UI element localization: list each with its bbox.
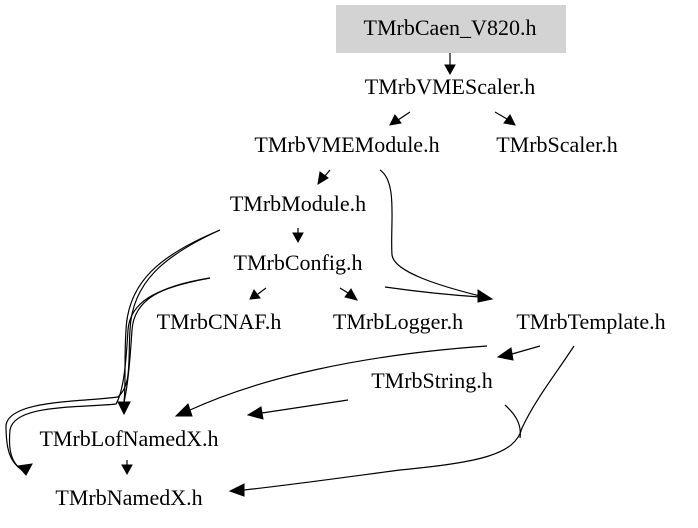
- arrowhead-module-to-named-x: [17, 463, 33, 476]
- node-tmrbvmescaler[interactable]: TMrbVMEScaler.h: [365, 74, 535, 99]
- node-tmrbtemplate[interactable]: TMrbTemplate.h: [516, 309, 665, 334]
- edge-module-to-lof-named-x: [123, 229, 221, 403]
- edge-module-to-named-x: [5, 229, 221, 471]
- arrowhead-template-to-lof-named-x: [174, 403, 193, 417]
- edge-vme-module-to-module: [324, 169, 331, 177]
- edge-template-to-string: [511, 345, 541, 355]
- node-tmrbconfig[interactable]: TMrbConfig.h: [234, 250, 363, 275]
- node-tmrbstring[interactable]: TMrbString.h: [371, 368, 493, 393]
- node-tmrblogger[interactable]: TMrbLogger.h: [333, 309, 463, 334]
- edge-config-to-named-x: [8, 277, 211, 471]
- arrowhead-template-to-string: [496, 347, 514, 361]
- edges: [5, 53, 575, 497]
- arrowhead-vme-scaler-to-scaler: [503, 114, 516, 126]
- edge-vme-scaler-to-scaler: [494, 111, 508, 120]
- edge-string-to-lof-named-x: [261, 399, 349, 414]
- arrowhead-module-to-lof-named-x: [117, 401, 131, 416]
- node-tmrbmodule[interactable]: TMrbModule.h: [230, 191, 366, 216]
- edge-vme-scaler-to-vme-module: [397, 111, 411, 121]
- edge-template-to-named-x: [243, 345, 575, 491]
- edge-vme-module-to-template: [379, 169, 481, 297]
- arrowhead-caen-v820-to-vme-scaler: [444, 64, 456, 76]
- node-tmrbcnaf[interactable]: TMrbCNAF.h: [157, 309, 282, 334]
- arrowhead-vme-scaler-to-vme-module: [389, 114, 402, 126]
- arrowhead-template-to-named-x: [228, 483, 245, 497]
- node-tmrbvmemodule[interactable]: TMrbVMEModule.h: [254, 132, 439, 157]
- arrowhead-module-to-config: [292, 232, 304, 244]
- arrowhead-string-to-lof-named-x: [246, 406, 264, 420]
- node-tmrbscaler[interactable]: TMrbScaler.h: [496, 132, 618, 157]
- nodes: TMrbCaen_V820.h TMrbVMEScaler.h TMrbVMEM…: [39, 15, 665, 510]
- edge-string-to-named-x: [504, 404, 521, 439]
- arrowhead-lof-named-x-to-named-x: [121, 464, 133, 476]
- edge-config-to-lof-named-x: [123, 277, 211, 403]
- node-tmrblofnamedx[interactable]: TMrbLofNamedX.h: [39, 426, 218, 451]
- arrowhead-vme-module-to-module: [317, 171, 329, 185]
- arrowhead-config-to-logger: [344, 288, 358, 301]
- node-box-tmrbcaen-v820: [336, 5, 566, 53]
- edge-config-to-template: [384, 286, 481, 298]
- node-tmrbnamedx[interactable]: TMrbNamedX.h: [55, 485, 202, 510]
- node-tmrbcaen-v820[interactable]: TMrbCaen_V820.h: [364, 15, 537, 40]
- arrowhead-vme-module-to-template: [477, 289, 494, 303]
- edge-config-to-logger: [339, 287, 349, 294]
- arrowhead-config-to-cnaf: [249, 289, 261, 300]
- edge-config-to-cnaf: [257, 287, 267, 295]
- edge-template-to-lof-named-x: [189, 345, 488, 411]
